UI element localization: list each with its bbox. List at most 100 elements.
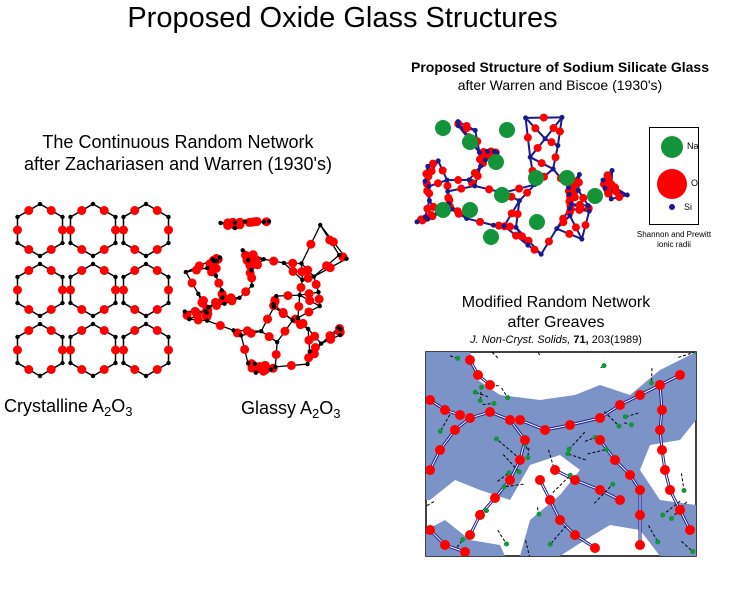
oxygen-atom (99, 206, 109, 215)
modifier-ion (419, 506, 424, 511)
silicon-atom (576, 171, 582, 177)
silicon-atom (559, 114, 565, 120)
cation-atom (232, 220, 238, 226)
modifier-ion (536, 511, 542, 517)
silicon-atom (575, 187, 581, 193)
modifier-ion (516, 469, 522, 475)
oxygen-atom (278, 307, 288, 317)
modifier-ion (501, 484, 507, 490)
cation-atom (143, 261, 149, 267)
sodium-ion (494, 187, 510, 203)
modifier-ion (505, 395, 511, 401)
cation-atom (90, 321, 96, 327)
silicon-atom (516, 198, 522, 204)
oxygen-atom (130, 266, 140, 275)
oxygen-atom (24, 305, 34, 314)
cation-atom (245, 361, 251, 366)
silicon-atom (624, 192, 630, 198)
modifier-link (587, 448, 607, 455)
cation-atom (143, 321, 149, 327)
cation-atom (90, 313, 96, 319)
modifier-ion (690, 549, 696, 555)
oxygen-atom (215, 321, 225, 331)
cation-atom (183, 269, 189, 275)
legend-si-label: Si (684, 202, 693, 212)
silicon-atom (482, 157, 488, 163)
silicon-atom (567, 206, 573, 212)
oxygen-atom (99, 266, 109, 275)
oxygen-atom (46, 245, 56, 254)
modifier-ion (649, 380, 655, 386)
modifier-link (537, 352, 541, 356)
oxygen-atom (46, 365, 56, 374)
oxygen-atom (77, 266, 87, 275)
oxygen-atom (248, 250, 258, 260)
oxygen-atom (482, 151, 491, 160)
cation-atom (166, 214, 171, 220)
sodium-ion (499, 122, 515, 138)
silicon-atom (523, 115, 529, 121)
oxygen-atom (46, 305, 56, 314)
oxygen-atom (304, 307, 314, 317)
oxygen-atom (476, 217, 485, 226)
modifier-link (603, 411, 620, 427)
silicon-atom (472, 127, 478, 133)
oxygen-atom (65, 285, 75, 295)
oxygen-atom (453, 207, 462, 216)
oxygen-atom (515, 184, 524, 193)
oxygen-atom (152, 326, 162, 335)
cation-atom (237, 295, 242, 301)
modifier-link (552, 474, 571, 493)
modifier-ion (472, 389, 478, 395)
cation-atom (60, 274, 65, 280)
oxygen-atom (603, 171, 612, 180)
cation-atom (68, 300, 73, 306)
oxygen-atom (444, 193, 453, 202)
oxygen-atom (535, 475, 545, 485)
oxygen-atom (152, 245, 162, 254)
cation-atom (121, 300, 126, 306)
oxygen-atom (470, 169, 479, 178)
oxygen-atom (210, 263, 220, 273)
silicon-atom (501, 223, 507, 229)
oxygen-atom (130, 245, 140, 254)
modifier-ion (565, 451, 571, 457)
silicon-atom (445, 188, 451, 194)
oxygen-atom (211, 297, 221, 307)
cation-atom (182, 309, 187, 314)
sodium-ion (462, 134, 478, 150)
oxygen-atom (549, 124, 558, 133)
page-title: Proposed Oxide Glass Structures (127, 2, 558, 34)
cation-atom (317, 303, 322, 309)
cation-atom (206, 304, 211, 310)
modifier-link (549, 525, 567, 545)
oxygen-atom (46, 206, 56, 215)
sodium-ion (435, 120, 451, 136)
silicon-atom (490, 222, 496, 228)
oxygen-atom (570, 530, 580, 540)
cation-atom (166, 334, 171, 340)
oxygen-atom (657, 445, 667, 455)
modifier-link (593, 483, 614, 504)
oxygen-atom (130, 326, 140, 335)
oxygen-atom (426, 395, 435, 405)
mrn-subtitle: after Greaves (507, 314, 605, 331)
oxygen-atom (152, 305, 162, 314)
oxygen-atom (537, 159, 546, 168)
oxygen-atom (455, 410, 465, 420)
oxygen-atom (99, 245, 109, 254)
cation-atom (344, 256, 349, 261)
modifier-ion (660, 512, 666, 518)
sodium-ion (483, 229, 499, 245)
network-bond-highlight (569, 417, 601, 426)
mrn-title: Modified Random Network (461, 294, 651, 311)
cation-atom (307, 349, 312, 354)
oxygen-atom (280, 326, 290, 336)
cation-atom (143, 373, 149, 379)
silicon-atom (472, 183, 478, 189)
modifier-link (680, 473, 685, 491)
silicon-atom (426, 183, 432, 189)
cation-atom (113, 334, 118, 340)
